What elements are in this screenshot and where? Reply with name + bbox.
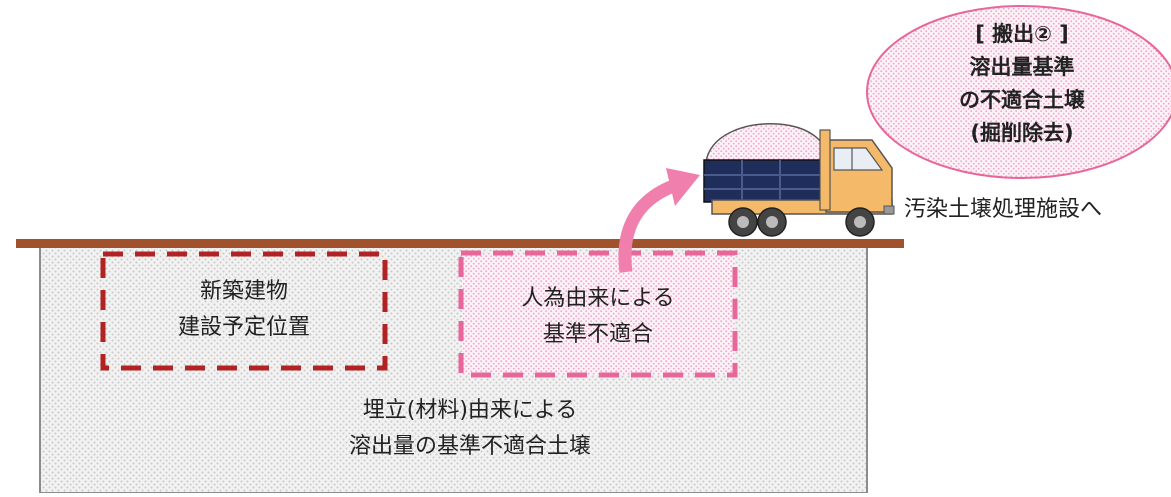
removal-callout-line-4: (掘削除去) bbox=[970, 121, 1074, 145]
destination-label: 汚染土壌処理施設へ bbox=[904, 197, 1103, 222]
anthropogenic-label-line-1: 人為由来による bbox=[521, 286, 675, 311]
landfill-label-line-1: 埋立(材料)由来による bbox=[362, 398, 578, 423]
new-building-label-line-2: 建設予定位置 bbox=[177, 315, 310, 340]
removal-callout-line-2: 溶出量基準 bbox=[969, 55, 1075, 79]
removal-callout-line-3: の不適合土壌 bbox=[959, 88, 1085, 112]
anthropogenic-label-line-2: 基準不適合 bbox=[542, 322, 653, 347]
new-building-boundary bbox=[100, 251, 388, 371]
ground-surface-line bbox=[16, 239, 904, 248]
removal-callout-bubble bbox=[866, 5, 1171, 179]
anthropogenic-label: 人為由来による 基準不適合 bbox=[461, 281, 735, 353]
dump-truck-icon bbox=[703, 123, 895, 237]
landfill-label: 埋立(材料)由来による 溶出量の基準不適合土壌 bbox=[240, 393, 700, 465]
curved-arrow-icon bbox=[618, 168, 700, 273]
removal-callout-text: [ 搬出② ] 溶出量基準 の不適合土壌 (掘削除去) bbox=[900, 18, 1144, 150]
removal-callout-line-1: [ 搬出② ] bbox=[975, 22, 1069, 46]
anthropogenic-contamination-area bbox=[458, 250, 738, 378]
new-building-label: 新築建物 建設予定位置 bbox=[103, 274, 385, 346]
new-building-label-line-1: 新築建物 bbox=[199, 279, 288, 304]
landfill-label-line-2: 溶出量の基準不適合土壌 bbox=[348, 434, 591, 459]
